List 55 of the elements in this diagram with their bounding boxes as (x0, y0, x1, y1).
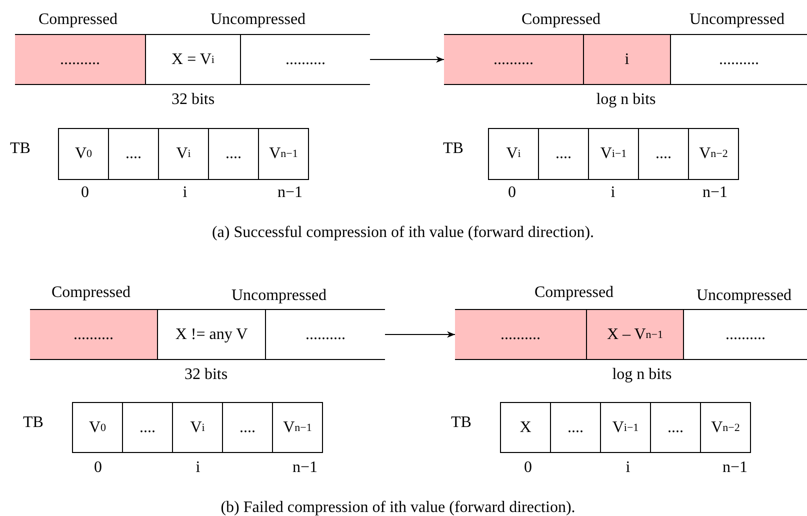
label-text: i (610, 184, 616, 202)
label-text: Compressed (38, 11, 118, 29)
table-entry: .... (638, 128, 689, 180)
memory-word-bar (30, 309, 385, 360)
label-text: log n bits (596, 91, 656, 109)
word-field: .......... (15, 35, 145, 84)
label-text: Uncompressed (689, 11, 785, 29)
word-field: .......... (670, 35, 807, 84)
word-field: i (583, 35, 670, 84)
table-entry: .... (122, 402, 173, 453)
memory-word-bar (15, 34, 370, 85)
word-field: .......... (683, 310, 807, 359)
word-field: X != any V (157, 310, 265, 359)
word-field: .......... (444, 35, 583, 84)
table-entry: .... (550, 402, 601, 453)
caption: (a) Successful compression of ith value (forward direction). (212, 224, 594, 242)
table-label: TB (451, 414, 472, 432)
label-text: 0 (508, 184, 516, 202)
table-entry: .... (222, 402, 273, 453)
word-field: .......... (455, 310, 586, 359)
label-text: 32 bits (171, 91, 215, 109)
memory-word-bar (444, 34, 807, 85)
table-entry: X (500, 402, 551, 453)
memory-word-bar (455, 309, 807, 360)
label-text: 0 (94, 459, 102, 477)
table-label: TB (23, 414, 44, 432)
label-text: Compressed (51, 284, 131, 302)
label-text: log n bits (612, 366, 672, 384)
table-label: TB (10, 140, 30, 158)
label-text: n−1 (292, 459, 318, 477)
word-field: .......... (30, 310, 157, 359)
table-entry: .... (650, 402, 701, 453)
table-entry: .... (538, 128, 589, 180)
label-text: 32 bits (184, 366, 228, 384)
label-text: Compressed (521, 11, 601, 29)
arrow (384, 331, 456, 338)
caption: (b) Failed compression of ith value (forward direction). (220, 499, 576, 516)
label-text: Uncompressed (210, 11, 306, 29)
label-text: i (182, 184, 188, 202)
label-text: Compressed (534, 284, 614, 302)
word-field: .......... (265, 310, 385, 359)
label-text: n−1 (702, 184, 728, 202)
table-entry: .... (208, 128, 259, 180)
table-entry: .... (108, 128, 159, 180)
label-text: i (626, 459, 630, 477)
label-text: Uncompressed (231, 287, 327, 305)
label-text: 0 (81, 184, 89, 202)
label-text: n−1 (277, 184, 303, 202)
label-text: n−1 (722, 459, 748, 477)
table-label: TB (443, 140, 464, 158)
label-text: i (196, 459, 200, 477)
label-text: 0 (524, 459, 532, 477)
label-text: Uncompressed (696, 287, 792, 305)
word-field: .......... (240, 35, 370, 84)
arrow (370, 56, 444, 63)
